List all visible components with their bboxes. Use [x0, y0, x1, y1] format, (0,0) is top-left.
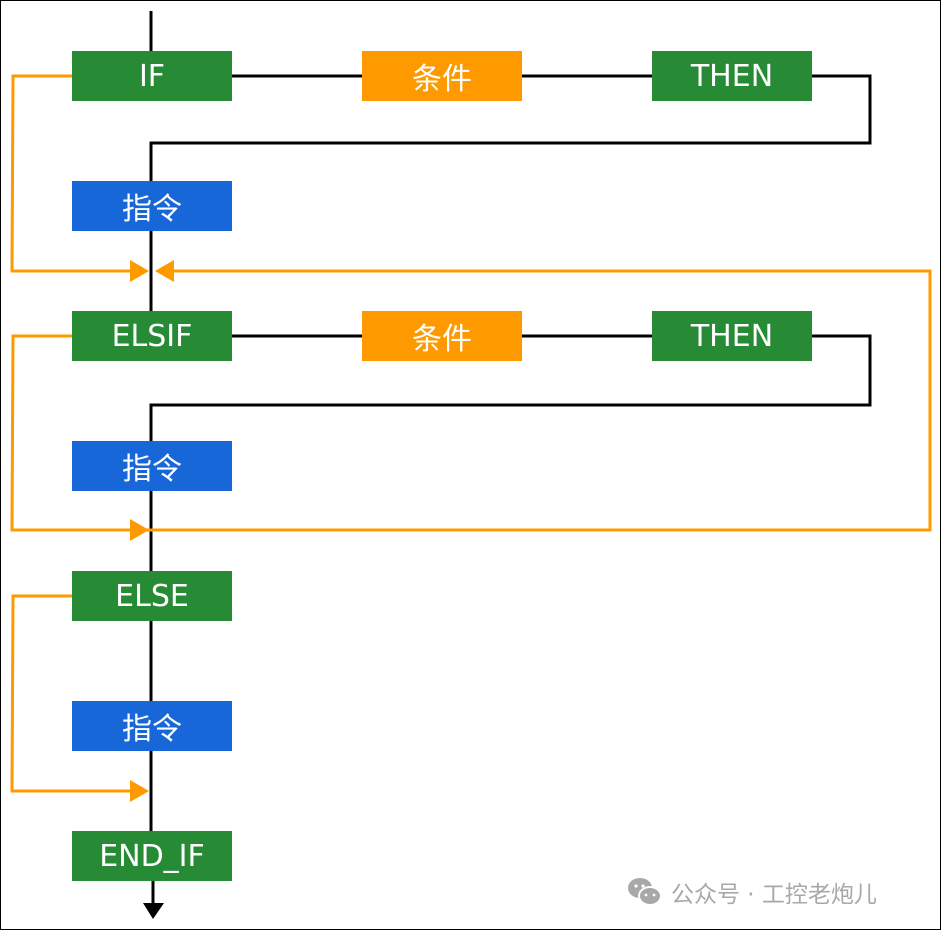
main-flow	[149, 11, 872, 906]
instruction-block-1: 指令	[72, 181, 232, 231]
end-if-block: END_IF	[72, 831, 232, 881]
watermark-text: 公众号 · 工控老炮儿	[671, 882, 877, 908]
elsif-block: ELSIF	[72, 311, 232, 361]
instruction-block-3: 指令	[72, 701, 232, 751]
arrow-left-icon	[155, 260, 174, 282]
elsif-then-block: THEN	[652, 311, 812, 361]
arrow-right-icon	[130, 260, 149, 282]
arrow-right-icon	[130, 519, 149, 541]
wechat-icon	[628, 878, 662, 906]
arrow-right-icon	[130, 780, 149, 802]
elsif-condition-block: 条件	[362, 311, 522, 361]
watermark: 公众号 · 工控老炮儿	[627, 875, 877, 909]
if-block: IF	[72, 51, 232, 101]
if-then-block: THEN	[652, 51, 812, 101]
branch-flow	[10, 74, 932, 793]
end-arrow-icon	[143, 903, 164, 919]
if-condition-block: 条件	[362, 51, 522, 101]
else-block: ELSE	[72, 571, 232, 621]
instruction-block-2: 指令	[72, 441, 232, 491]
